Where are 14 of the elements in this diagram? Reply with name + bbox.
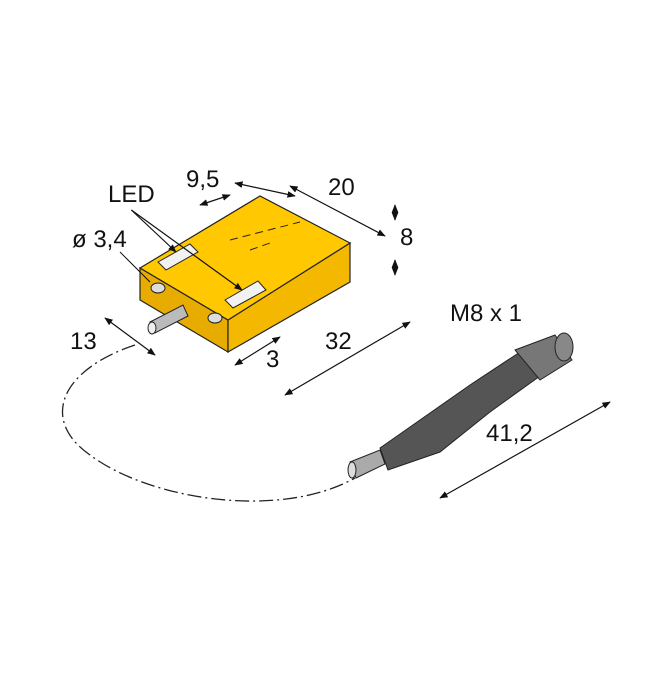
dimension-label: 8: [400, 226, 414, 250]
dimension-label: 3: [266, 348, 280, 372]
dimension-label: 13: [70, 330, 97, 354]
dimension-label: 9,5: [186, 168, 220, 192]
dimension-label: 41,2: [486, 422, 533, 446]
dimension-label: ø 3,4: [72, 228, 127, 252]
dimension-label: M8 x 1: [450, 302, 522, 326]
led-window: [224, 280, 267, 309]
part-label: LED: [108, 183, 155, 207]
leader-line: [130, 210, 177, 253]
led-window: [157, 243, 199, 271]
dimension-label: 32: [325, 330, 352, 354]
leader-line: [131, 210, 243, 290]
dimension-label: 20: [328, 176, 355, 200]
